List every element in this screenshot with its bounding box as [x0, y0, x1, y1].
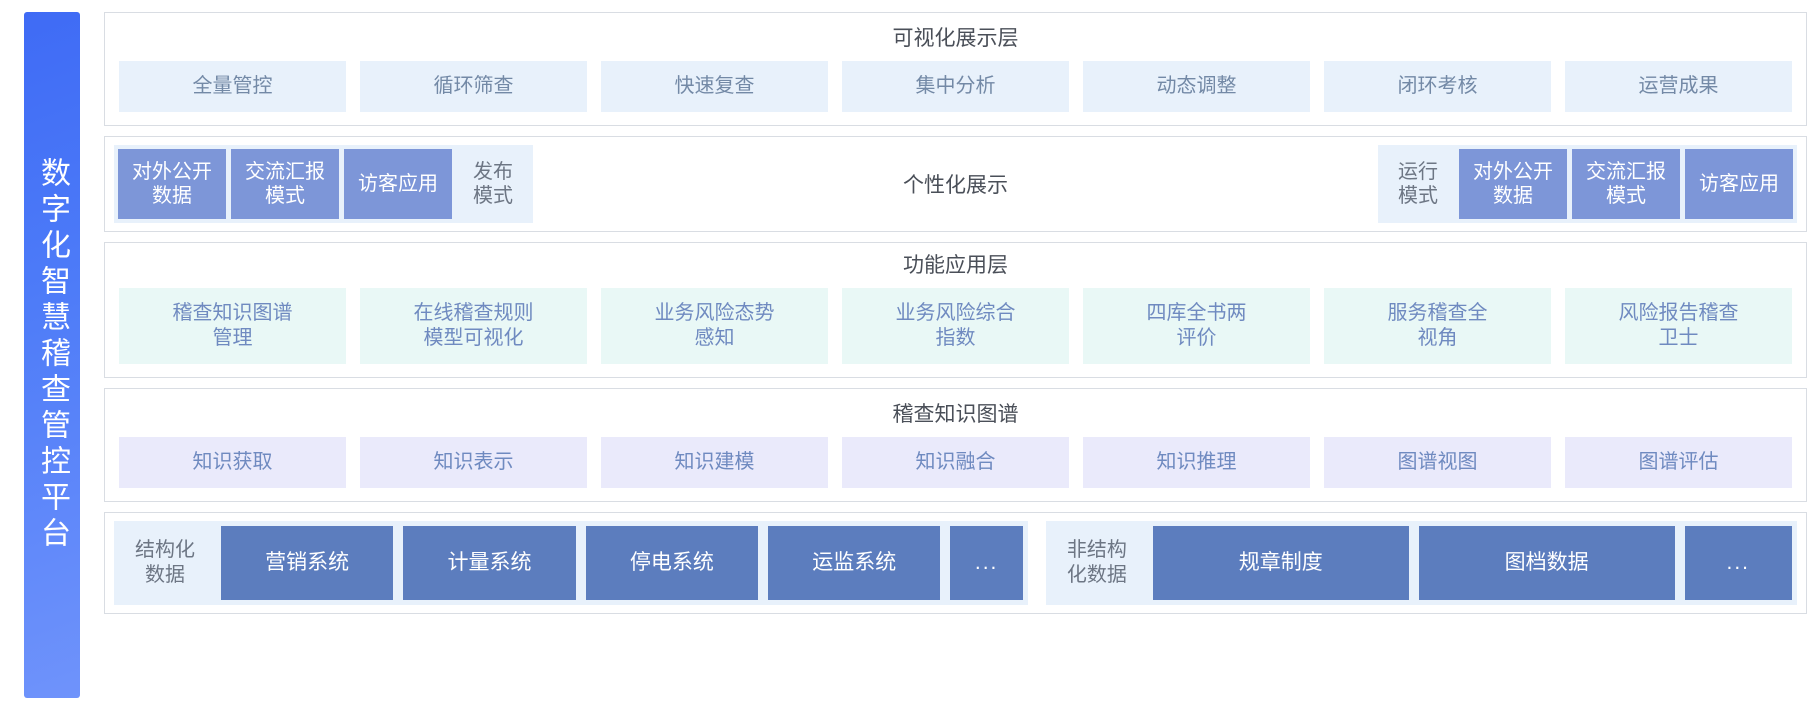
personalized-right-group: 运行模式 对外公开数据 交流汇报模式 访客应用 [1378, 145, 1797, 223]
chip-function-6[interactable]: 风险报告稽查卫士 [1565, 288, 1792, 364]
layer-function-chips: 稽查知识图谱管理 在线稽查规则模型可视化 业务风险态势感知 业务风险综合指数 四… [105, 288, 1806, 377]
layer-knowledge-graph-chips: 知识获取 知识表示 知识建模 知识融合 知识推理 图谱视图 图谱评估 [105, 437, 1806, 501]
pers-left-light-0[interactable]: 发布模式 [473, 161, 513, 207]
pers-left-solid-1[interactable]: 交流汇报模式 [231, 149, 339, 219]
data-structured-item-2[interactable]: 停电系统 [585, 526, 759, 600]
data-structured-label: 结构化数据 [135, 539, 195, 586]
personalized-inner: 对外公开数据 交流汇报模式 访客应用 发布模式 个性化展示 运行模式 对外公开数… [114, 145, 1797, 223]
layer-visualization-title: 可视化展示层 [892, 27, 1019, 50]
chip-visualization-1[interactable]: 循环筛查 [360, 61, 587, 112]
chip-visualization-5[interactable]: 闭环考核 [1324, 61, 1551, 112]
pers-left-solid-2[interactable]: 访客应用 [344, 149, 452, 219]
chip-knowledge-graph-0[interactable]: 知识获取 [119, 437, 346, 488]
chip-visualization-4[interactable]: 动态调整 [1083, 61, 1310, 112]
data-structured-item-more[interactable]: ... [950, 526, 1023, 600]
platform-title: 数字化智慧稽查管控平台 [36, 157, 69, 553]
layer-stack: 可视化展示层 全量管控 循环筛查 快速复查 集中分析 动态调整 闭环考核 运营成… [80, 0, 1815, 710]
data-structured-item-1[interactable]: 计量系统 [403, 526, 576, 600]
data-source-inner: 结构化数据 营销系统 计量系统 停电系统 运监系统 ... 非结构化数据 规章制… [114, 521, 1797, 605]
chip-function-1[interactable]: 在线稽查规则模型可视化 [360, 288, 587, 364]
layer-visualization: 可视化展示层 全量管控 循环筛查 快速复查 集中分析 动态调整 闭环考核 运营成… [104, 12, 1807, 126]
layer-knowledge-graph: 稽查知识图谱 知识获取 知识表示 知识建模 知识融合 知识推理 图谱视图 图谱评… [104, 388, 1807, 502]
chip-function-3[interactable]: 业务风险综合指数 [842, 288, 1069, 364]
data-unstructured-label: 非结构化数据 [1066, 539, 1127, 586]
chip-knowledge-graph-3[interactable]: 知识融合 [842, 437, 1069, 488]
chip-knowledge-graph-6[interactable]: 图谱评估 [1565, 437, 1792, 488]
data-structured-item-3[interactable]: 运监系统 [768, 526, 941, 600]
platform-brand-bar: 数字化智慧稽查管控平台 [24, 12, 80, 698]
personalized-left-group: 对外公开数据 交流汇报模式 访客应用 发布模式 [114, 145, 533, 223]
data-unstructured-item-1[interactable]: 图档数据 [1418, 526, 1675, 600]
data-structured-item-0[interactable]: 营销系统 [221, 526, 394, 600]
chip-visualization-2[interactable]: 快速复查 [601, 61, 828, 112]
chip-knowledge-graph-1[interactable]: 知识表示 [360, 437, 587, 488]
chip-knowledge-graph-5[interactable]: 图谱视图 [1324, 437, 1551, 488]
chip-function-2[interactable]: 业务风险态势感知 [601, 288, 828, 364]
data-unstructured-item-0[interactable]: 规章制度 [1152, 526, 1409, 600]
chip-function-5[interactable]: 服务稽查全视角 [1324, 288, 1551, 364]
data-unstructured-item-more[interactable]: ... [1684, 526, 1792, 600]
chip-knowledge-graph-2[interactable]: 知识建模 [601, 437, 828, 488]
chip-function-0[interactable]: 稽查知识图谱管理 [119, 288, 346, 364]
pers-right-solid-0[interactable]: 对外公开数据 [1459, 149, 1567, 219]
pers-left-solid-0[interactable]: 对外公开数据 [118, 149, 226, 219]
chip-visualization-6[interactable]: 运营成果 [1565, 61, 1792, 112]
pers-right-solid-2[interactable]: 访客应用 [1685, 149, 1793, 219]
data-group-structured: 结构化数据 营销系统 计量系统 停电系统 运监系统 ... [114, 521, 1028, 605]
personalized-center-title: 个性化展示 [533, 145, 1378, 223]
layer-function-application: 功能应用层 稽查知识图谱管理 在线稽查规则模型可视化 业务风险态势感知 业务风险… [104, 242, 1807, 378]
layer-knowledge-graph-title: 稽查知识图谱 [892, 403, 1019, 426]
layer-function-title: 功能应用层 [903, 254, 1008, 277]
chip-visualization-0[interactable]: 全量管控 [119, 61, 346, 112]
pers-right-light-0[interactable]: 运行模式 [1398, 161, 1438, 207]
data-group-unstructured: 非结构化数据 规章制度 图档数据 ... [1045, 521, 1797, 605]
layer-personalized-display: 对外公开数据 交流汇报模式 访客应用 发布模式 个性化展示 运行模式 对外公开数… [104, 136, 1807, 232]
chip-visualization-3[interactable]: 集中分析 [842, 61, 1069, 112]
chip-function-4[interactable]: 四库全书两评价 [1083, 288, 1310, 364]
pers-right-solid-1[interactable]: 交流汇报模式 [1572, 149, 1680, 219]
layer-visualization-chips: 全量管控 循环筛查 快速复查 集中分析 动态调整 闭环考核 运营成果 [105, 61, 1806, 125]
layer-data-source: 结构化数据 营销系统 计量系统 停电系统 运监系统 ... 非结构化数据 规章制… [104, 512, 1807, 614]
chip-knowledge-graph-4[interactable]: 知识推理 [1083, 437, 1310, 488]
